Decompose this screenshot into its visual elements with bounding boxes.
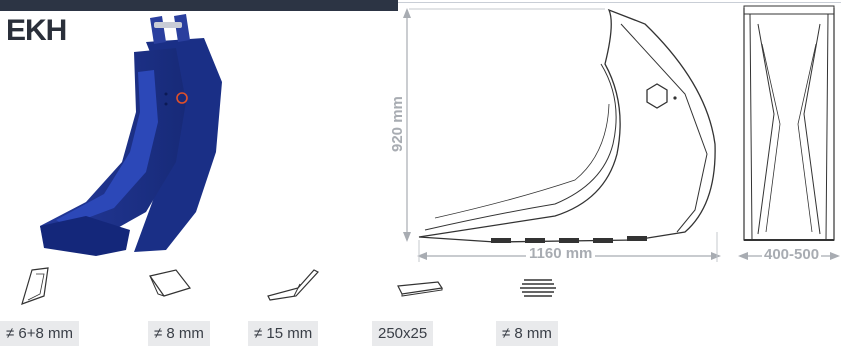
spec-item-bottom-plate: ≠ 8 mm (124, 266, 244, 346)
wear-strip-icon (397, 281, 444, 297)
spec-label: 250x25 (372, 321, 434, 346)
side-view-drawing (403, 8, 721, 262)
spec-item-side-plate: ≠ 6+8 mm (0, 266, 120, 346)
header-rule (398, 2, 841, 3)
spec-label: ≠ 15 mm (248, 321, 319, 346)
spec-item-wear-strip: 250x25 (372, 266, 492, 346)
lip-plate-icon (267, 269, 319, 301)
front-width-dimension: 400-500 (762, 246, 822, 263)
plate-stack-icon (520, 279, 556, 297)
side-plate-icon (21, 267, 49, 305)
spec-item-plate-stack: ≠ 8 mm (496, 266, 616, 346)
header-bar (0, 0, 398, 11)
model-code: EKH (6, 14, 67, 47)
spec-label: ≠ 8 mm (148, 321, 210, 346)
width-dimension: 1160 mm (526, 245, 596, 262)
spec-label: ≠ 8 mm (496, 321, 558, 346)
bucket-photo (40, 14, 222, 256)
bottom-plate-icon (148, 269, 192, 297)
height-dimension: 920 mm (389, 96, 406, 152)
spec-label: ≠ 6+8 mm (0, 321, 80, 346)
spec-item-lip-plate: ≠ 15 mm (248, 266, 368, 346)
front-view-drawing (738, 5, 840, 260)
